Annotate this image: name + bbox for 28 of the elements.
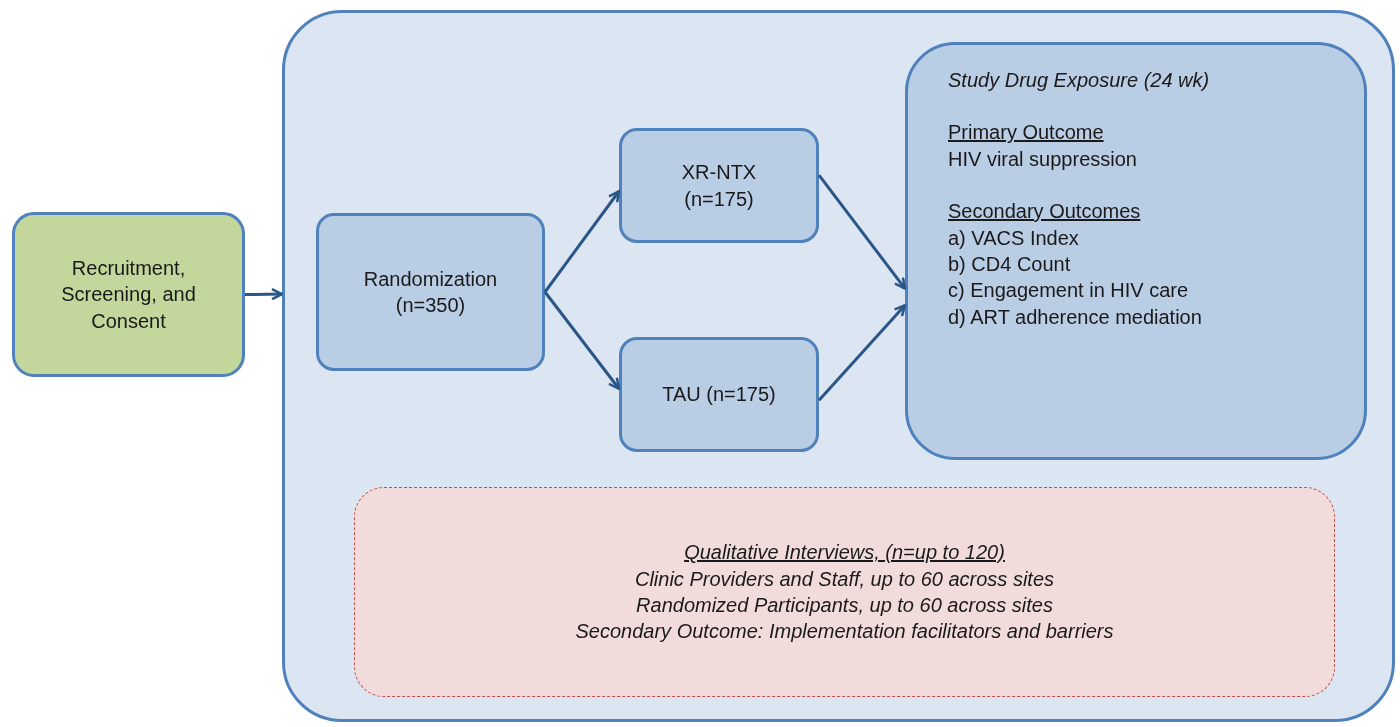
container-box — [282, 10, 1395, 722]
dashed-box — [354, 487, 1335, 697]
arrow — [543, 190, 621, 293]
node-text: Study Drug Exposure (24 wk) — [948, 68, 1210, 93]
arrow — [817, 174, 907, 290]
process-box — [905, 42, 1367, 460]
heading-text: Qualitative Interviews, (n=up to 120) — [684, 540, 1005, 566]
arrow — [245, 287, 284, 301]
heading-text: Secondary Outcomes — [948, 199, 1141, 225]
arrow — [543, 291, 621, 390]
process-box — [12, 212, 245, 377]
node-text: Randomized Participants, up to 60 across sites — [636, 593, 1053, 618]
arrow — [817, 304, 907, 402]
process-box — [316, 213, 545, 371]
node-text: Recruitment, Screening, and Consent — [60, 255, 197, 334]
node-text: HIV viral suppression — [948, 146, 1137, 172]
node-text: d) ART adherence mediation — [948, 304, 1202, 330]
node-text: Randomization (n=350) — [362, 266, 499, 318]
node-text: TAU (n=175) — [662, 382, 776, 408]
node-text: c) Engagement in HIV care — [948, 278, 1189, 304]
process-box — [619, 128, 819, 243]
node-text: Secondary Outcome: Implementation facilitators and barriers — [575, 619, 1114, 645]
heading-text: Primary Outcome — [948, 120, 1104, 146]
node-text: Clinic Providers and Staff, up to 60 across sites — [634, 566, 1055, 592]
node-text: b) CD4 Count — [948, 251, 1071, 277]
process-box — [619, 337, 819, 452]
node-text: a) VACS Index — [948, 225, 1079, 251]
node-text: XR-NTX (n=175) — [680, 160, 758, 212]
